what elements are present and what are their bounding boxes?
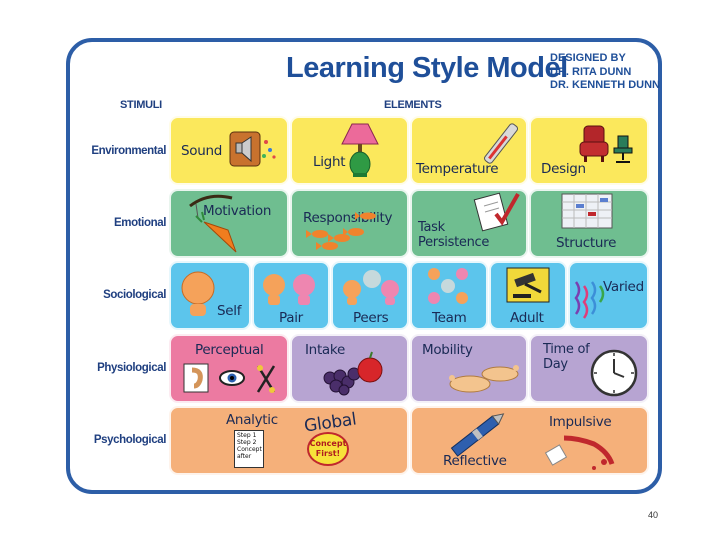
chairs-icon bbox=[579, 125, 633, 163]
person-team-icon bbox=[428, 268, 468, 304]
label-reflective: Reflective bbox=[443, 453, 507, 469]
lamp-icon bbox=[341, 123, 379, 177]
row-label-sociological: Sociological bbox=[103, 289, 166, 301]
cell-varied bbox=[568, 261, 649, 330]
fish-icon bbox=[306, 212, 376, 250]
reflective-pen-icon bbox=[450, 413, 505, 457]
label-peers: Peers bbox=[353, 310, 389, 326]
elements-header: ELEMENTS bbox=[384, 99, 442, 111]
schedule-chart-icon bbox=[561, 193, 613, 229]
label-mobility: Mobility bbox=[422, 342, 473, 358]
label-perceptual: Perceptual bbox=[195, 342, 264, 358]
cell-analytic-global bbox=[169, 406, 409, 475]
cell-team bbox=[410, 261, 488, 330]
global-concept-badge: Concept First! bbox=[307, 432, 349, 466]
label-motivation: Motivation bbox=[203, 203, 272, 219]
cell-task-persistence bbox=[410, 189, 528, 258]
label-temperature: Temperature bbox=[416, 161, 499, 177]
cell-responsibility bbox=[290, 189, 409, 258]
varied-scribble-icon bbox=[574, 281, 605, 319]
thermometer-icon bbox=[484, 123, 519, 164]
fruit-icon bbox=[323, 351, 383, 396]
page-number: 40 bbox=[648, 510, 659, 520]
cell-light bbox=[290, 116, 409, 185]
row-label-emotional: Emotional bbox=[114, 217, 166, 229]
label-intake: Intake bbox=[305, 342, 345, 358]
label-adult: Adult bbox=[510, 310, 544, 326]
senses-icon bbox=[183, 363, 276, 393]
person-peers-icon bbox=[343, 270, 399, 305]
row-label-environmental: Environmental bbox=[91, 145, 166, 157]
footprints-icon bbox=[449, 365, 519, 393]
label-design: Design bbox=[541, 161, 586, 177]
label-impulsive: Impulsive bbox=[549, 414, 612, 430]
label-varied: Varied bbox=[603, 279, 644, 295]
label-structure: Structure bbox=[556, 235, 617, 251]
gavel-icon bbox=[506, 267, 550, 303]
designer-credit: DESIGNED BY DR. RITA DUNN DR. KENNETH DU… bbox=[550, 52, 660, 91]
analytic-steps-card: Step 1 Step 2 Concept after bbox=[234, 430, 264, 468]
label-self: Self bbox=[217, 303, 242, 319]
label-pair: Pair bbox=[279, 310, 303, 326]
label-sound: Sound bbox=[181, 143, 223, 159]
checklist-icon bbox=[473, 192, 520, 232]
row-label-psychological: Psychological bbox=[93, 434, 167, 446]
cell-motivation bbox=[169, 189, 289, 258]
speaker-icon bbox=[229, 131, 276, 167]
person-pair-icon bbox=[263, 274, 315, 305]
cell-intake bbox=[290, 334, 409, 403]
label-light: Light bbox=[313, 154, 346, 170]
row-label-physiological: Physiological bbox=[97, 362, 166, 374]
cell-pair bbox=[252, 261, 330, 330]
clock-icon bbox=[590, 349, 638, 397]
label-task-persistence: Task Persistence bbox=[418, 220, 490, 250]
label-time-of-day: Time of Day bbox=[543, 342, 590, 372]
stimuli-header: STIMULI bbox=[120, 99, 162, 111]
person-self-icon bbox=[181, 271, 215, 316]
spilled-cup-icon bbox=[544, 435, 615, 470]
label-analytic: Analytic bbox=[226, 412, 278, 428]
page-title: Learning Style Model bbox=[286, 52, 568, 84]
carrot-stick-icon bbox=[189, 194, 237, 253]
label-team: Team bbox=[432, 310, 467, 326]
